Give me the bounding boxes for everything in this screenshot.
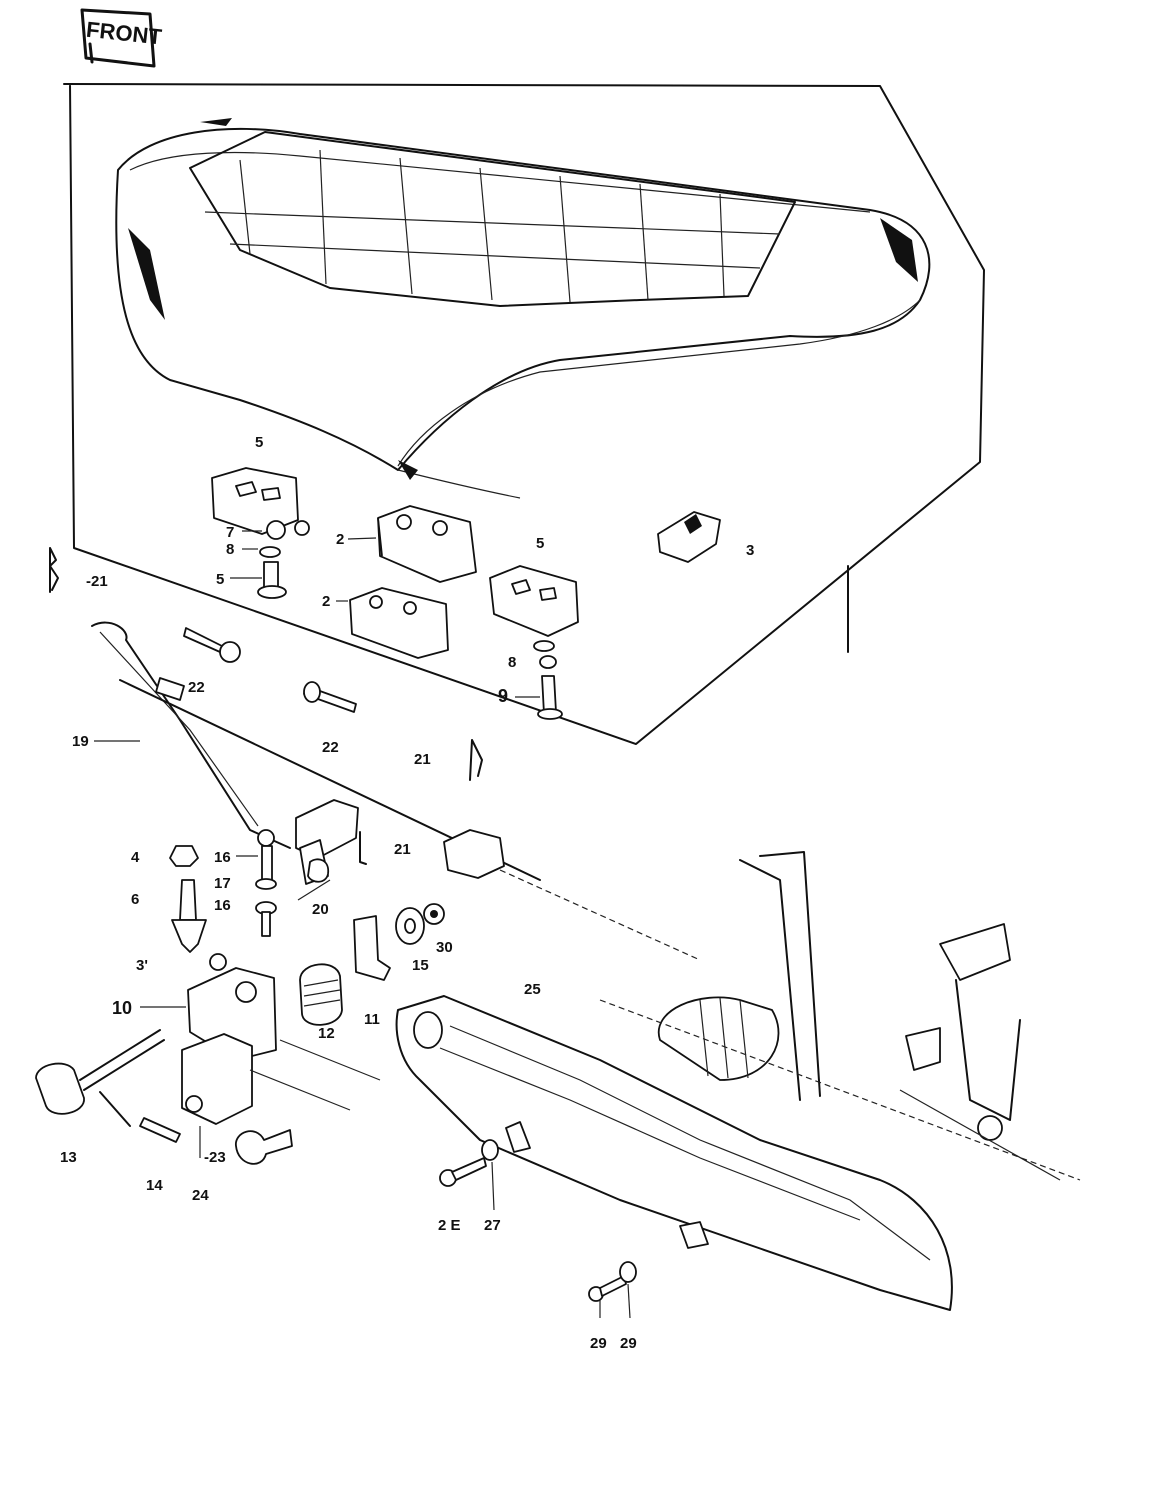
cotter-pin-21 xyxy=(469,739,483,781)
seat-bracket-2-upper xyxy=(377,505,477,583)
seat-illustration xyxy=(115,118,931,499)
label-21-pin: 21 xyxy=(414,751,431,768)
front-badge: FRONT xyxy=(80,8,164,68)
label-9: 9 xyxy=(498,686,508,706)
label-17: 17 xyxy=(214,875,231,892)
label-25: 25 xyxy=(524,981,541,998)
label-2-lower: 2 xyxy=(322,593,330,610)
label-30: 30 xyxy=(436,939,453,956)
label-16-lower: 16 xyxy=(214,897,231,914)
label-21-clip: -21 xyxy=(86,573,108,590)
label-11: 11 xyxy=(364,1011,380,1028)
label-16-upper: 16 xyxy=(214,849,231,866)
chain-guard-25 xyxy=(395,995,953,1311)
label-2-upper: 2 xyxy=(336,531,344,548)
label-12: 12 xyxy=(318,1025,335,1042)
label-22-lower: 22 xyxy=(322,739,339,756)
label-5-top: 5 xyxy=(255,434,263,451)
label-14: 14 xyxy=(146,1177,163,1194)
label-22-upper: 22 xyxy=(188,679,205,696)
key-knob-13 xyxy=(35,1029,165,1127)
label-8-right: 8 xyxy=(508,654,516,671)
nut-4 xyxy=(169,845,199,867)
nut-30 xyxy=(423,903,445,925)
label-5-left: 5 xyxy=(216,571,224,588)
label-27: 27 xyxy=(484,1217,501,1234)
pin-14 xyxy=(139,1117,181,1143)
lock-assembly xyxy=(119,679,541,885)
pin-22-lower xyxy=(303,681,357,713)
label-26: 2 E xyxy=(438,1217,461,1234)
label-10: 10 xyxy=(112,998,132,1018)
seat-clip-left xyxy=(49,547,59,593)
label-19: 19 xyxy=(72,733,89,750)
seat-bracket-2-lower xyxy=(349,587,449,659)
seat-hinge-bracket-left xyxy=(211,467,310,599)
label-7: 7 xyxy=(226,524,234,541)
label-4: 4 xyxy=(131,849,140,866)
seat-latch-3 xyxy=(657,511,721,563)
frame-background xyxy=(249,851,1081,1181)
bolt-16 xyxy=(255,829,277,937)
seat-stay-rod-19 xyxy=(91,621,291,849)
label-20: 20 xyxy=(312,901,329,918)
lock-bracket-10 xyxy=(181,953,277,1125)
seat-panel-outline xyxy=(63,83,985,745)
screw-26 xyxy=(439,1157,487,1187)
label-5-right: 5 xyxy=(536,535,544,552)
label-13: 13 xyxy=(60,1149,77,1166)
label-23: -23 xyxy=(204,1149,226,1166)
label-6: 6 xyxy=(131,891,139,908)
label-8-left: 8 xyxy=(226,541,234,558)
pin-22-upper xyxy=(183,627,241,663)
washer-27 xyxy=(481,1139,499,1161)
label-24: 24 xyxy=(192,1187,209,1204)
label-31: 3' xyxy=(136,957,148,974)
spring-12 xyxy=(299,963,343,1026)
key-23 xyxy=(235,1129,293,1165)
label-29-left: 29 xyxy=(590,1335,607,1352)
label-3: 3 xyxy=(746,542,754,559)
screw-29 xyxy=(588,1261,637,1302)
label-21-lock: 21 xyxy=(394,841,411,858)
label-15: 15 xyxy=(412,957,429,974)
washer-15 xyxy=(395,907,425,945)
pin-6 xyxy=(171,879,207,953)
plate-11 xyxy=(353,915,391,981)
leader-lines xyxy=(94,530,631,1319)
seat-hinge-bracket-right xyxy=(489,565,579,720)
part-labels: 5 7 8 5 2 2 5 3 8 9 -21 22 22 21 19 4 16… xyxy=(60,434,754,1352)
label-29-right: 29 xyxy=(620,1335,637,1352)
